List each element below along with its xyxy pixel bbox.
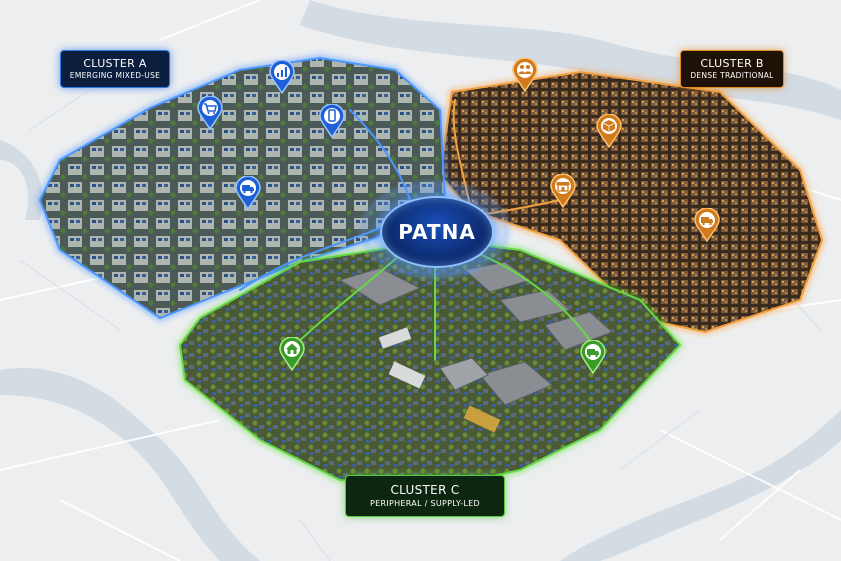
- warehouse-group: [338, 261, 613, 433]
- home-icon: [279, 337, 305, 371]
- shopping-cart-icon: [197, 96, 223, 130]
- cluster-a-subtitle: EMERGING MIXED-USE: [69, 71, 161, 80]
- delivery-truck-icon: [580, 340, 606, 374]
- cluster-a-title: CLUSTER A: [83, 57, 147, 70]
- cluster-b-title: CLUSTER B: [700, 57, 764, 70]
- cluster-c-label: CLUSTER C PERIPHERAL / SUPPLY-LED: [345, 475, 505, 517]
- cluster-b-label: CLUSTER B DENSE TRADITIONAL: [680, 50, 784, 88]
- hub-connectors: [239, 99, 591, 361]
- storefront-icon: [550, 174, 576, 208]
- delivery-truck-icon: [694, 208, 720, 242]
- package-icon: [596, 114, 622, 148]
- bar-chart-icon: [269, 60, 295, 94]
- cluster-c-subtitle: PERIPHERAL / SUPPLY-LED: [369, 499, 480, 508]
- cluster-c-title: CLUSTER C: [390, 483, 460, 497]
- delivery-truck-icon: [235, 176, 261, 210]
- city-hub-badge: PATNA: [380, 196, 494, 268]
- people-icon: [512, 58, 538, 92]
- cluster-b-subtitle: DENSE TRADITIONAL: [690, 71, 774, 80]
- cluster-a-label: CLUSTER A EMERGING MIXED-USE: [60, 50, 170, 88]
- smartphone-icon: [319, 104, 345, 138]
